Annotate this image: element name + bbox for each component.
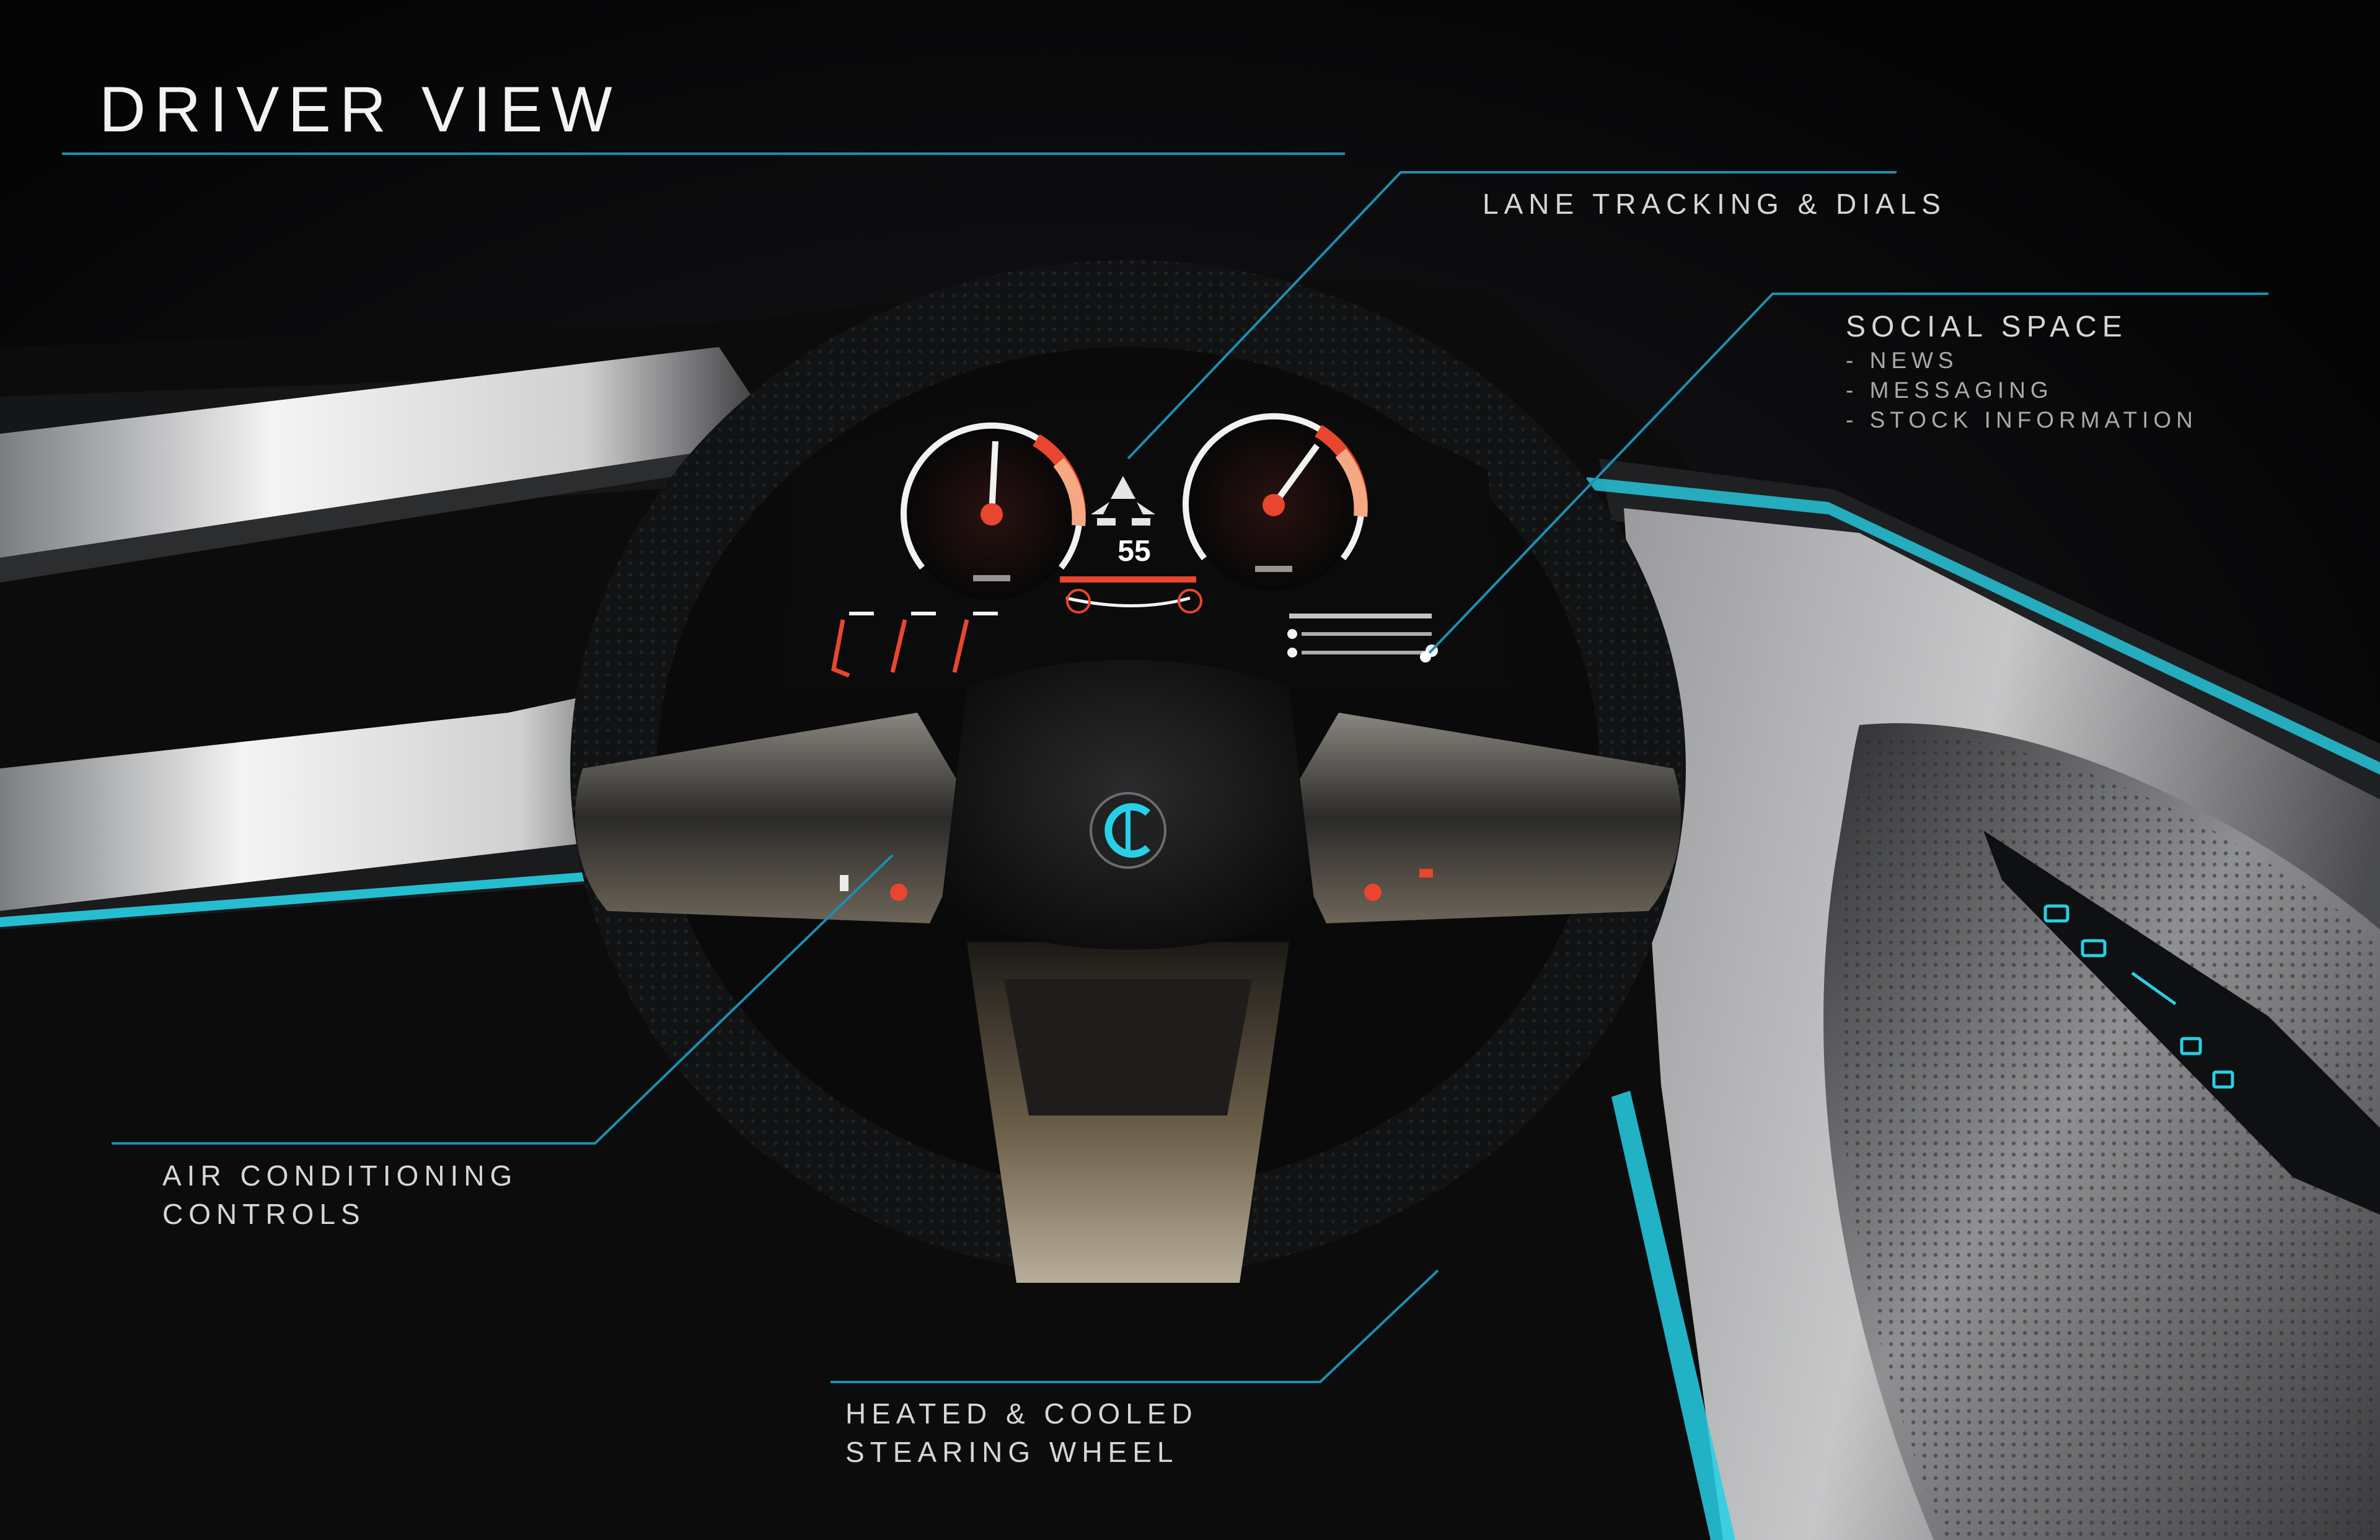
social-space-label: SOCIAL SPACE - NEWS - MESSAGING - STOCK … (1846, 309, 2198, 435)
ac-control-left (890, 884, 907, 901)
callout-leader-lines (62, 152, 2268, 1383)
lane-arrow-icon (1091, 476, 1155, 526)
heated-wheel-label: HEATED & COOLED STEARING WHEEL (845, 1394, 1198, 1471)
right-spoke (1277, 713, 1681, 923)
air-conditioning-label: AIR CONDITIONING CONTROLS (162, 1156, 518, 1233)
door-control-icons (2043, 904, 2234, 1089)
lane-tracking-text: LANE TRACKING & DIALS (1483, 188, 1946, 220)
door-control-strip (1983, 830, 2380, 1215)
window-icon (2081, 939, 2107, 957)
speed-dial (901, 422, 1086, 600)
social-item-stocks: - STOCK INFORMATION (1846, 407, 2198, 433)
social-leader-line (1424, 293, 2268, 658)
lock-icon (2212, 1070, 2234, 1089)
c-logo-icon (1104, 803, 1151, 858)
drive-mode-bars (831, 619, 969, 678)
lane-tracking-label: LANE TRACKING & DIALS (1483, 185, 1946, 223)
social-space-heading: SOCIAL SPACE (1846, 310, 2128, 343)
air-label-line-1: AIR CONDITIONING (162, 1159, 518, 1192)
cluster-speed-readout: 55 (1117, 535, 1150, 568)
window-icon (2043, 904, 2069, 923)
lock-icon (2180, 1037, 2202, 1055)
ac-control-right (1364, 884, 1382, 901)
social-item-news: - NEWS (1846, 348, 1959, 373)
heated-leader-line (831, 1269, 1439, 1383)
dash-trim-upper (0, 347, 781, 558)
heated-label-line-2: STEARING WHEEL (845, 1436, 1179, 1468)
air-leader-line (112, 854, 894, 1145)
heated-label-line-1: HEATED & COOLED (845, 1397, 1198, 1430)
air-label-line-2: CONTROLS (162, 1198, 366, 1230)
rpm-dial (1183, 413, 1368, 591)
social-item-messaging: - MESSAGING (1846, 377, 2053, 403)
dash-trim-lower (0, 675, 694, 911)
page-title: DRIVER VIEW (99, 74, 621, 146)
lane-leader-line (1127, 171, 1897, 460)
